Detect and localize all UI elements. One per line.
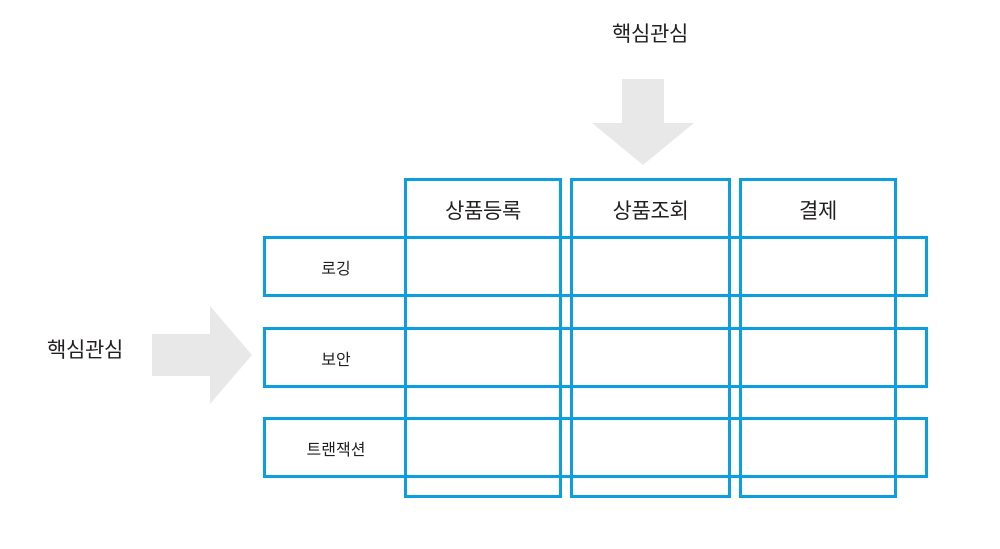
row-label-3: 트랜잭션	[306, 439, 366, 459]
left-axis-label: 핵심관심	[46, 338, 124, 362]
column-label-3: 결제	[798, 199, 838, 223]
column-box-1[interactable]: 상품등록	[404, 178, 562, 498]
arrow-right-icon	[152, 306, 252, 404]
column-label-1: 상품등록	[444, 199, 522, 223]
row-box-2[interactable]: 보안	[263, 327, 928, 388]
column-box-2[interactable]: 상품조회	[570, 178, 731, 498]
top-axis-label: 핵심관심	[611, 22, 689, 46]
row-label-2: 보안	[321, 349, 351, 369]
column-box-3[interactable]: 결제	[739, 178, 897, 498]
row-label-1: 로깅	[321, 258, 351, 278]
arrow-down-icon	[592, 79, 694, 165]
row-box-1[interactable]: 로깅	[263, 236, 928, 297]
row-box-3[interactable]: 트랜잭션	[263, 417, 928, 478]
column-label-2: 상품조회	[612, 199, 689, 223]
